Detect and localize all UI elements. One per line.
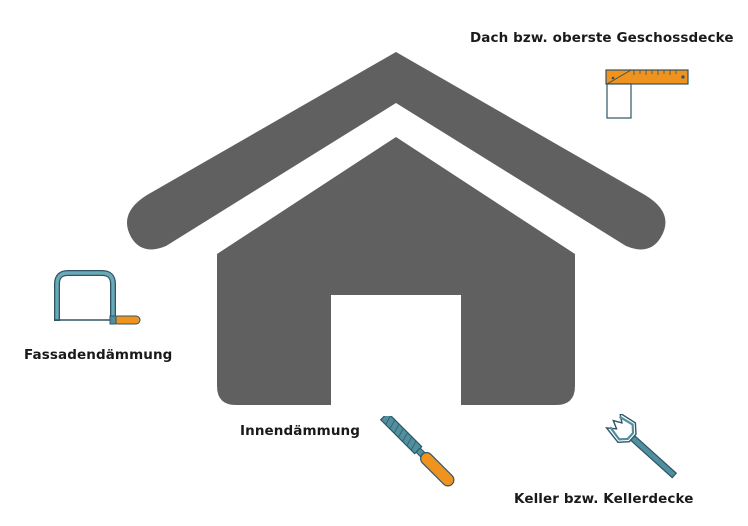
coping-saw-icon: [54, 270, 141, 325]
house-body: [217, 137, 575, 405]
spade-drill-bit-icon: [605, 414, 678, 479]
label-cellar-insulation: Keller bzw. Kellerdecke: [514, 491, 694, 507]
label-inner-insulation: Innendämmung: [240, 423, 361, 439]
label-roof-insulation: Dach bzw. oberste Geschossdecke: [470, 30, 734, 46]
house-roof: [126, 52, 666, 250]
label-facade-insulation: Fassadendämmung: [24, 347, 173, 363]
carpenter-square-icon: [605, 69, 689, 119]
file-rasp-icon: [379, 416, 455, 487]
